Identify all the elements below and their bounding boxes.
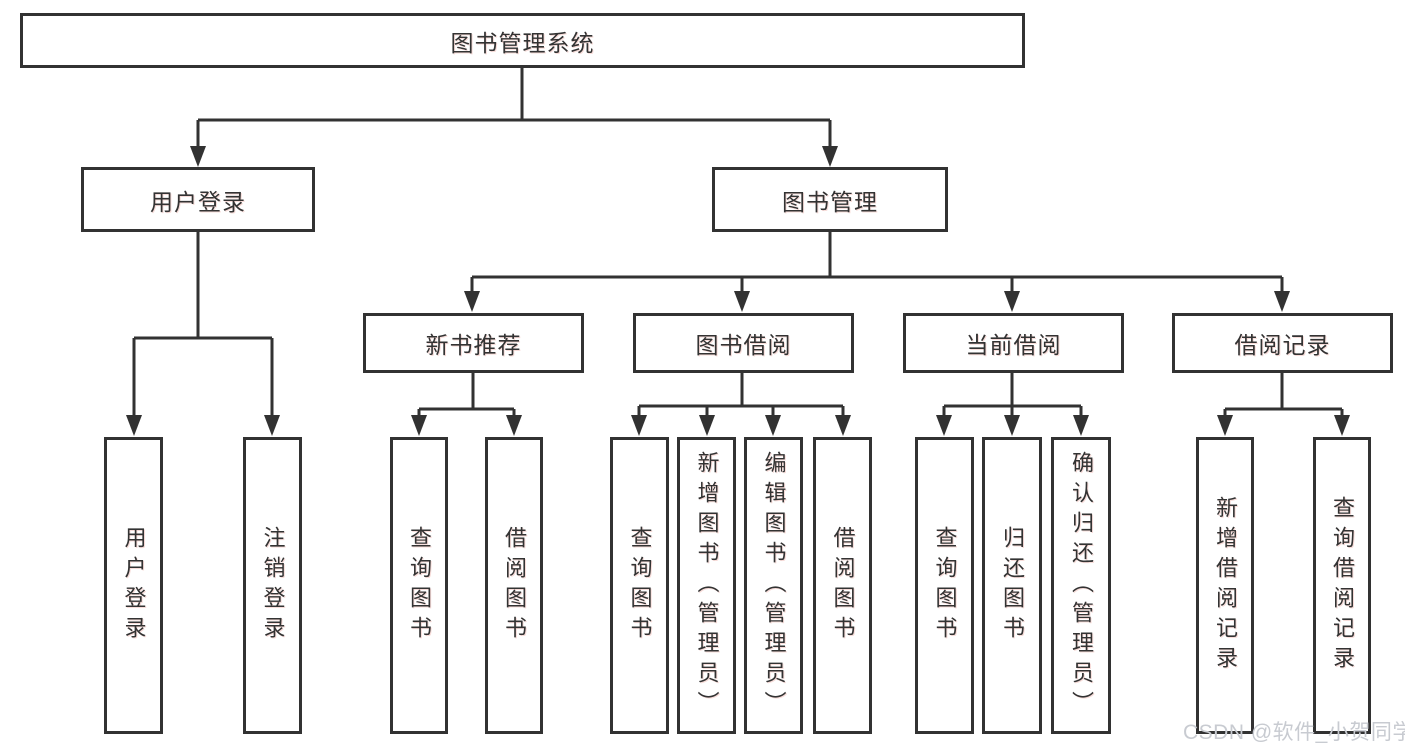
watermark: CSDN @软件_小贺同学	[1183, 721, 1405, 744]
arrowhead-icon	[1004, 291, 1020, 312]
arrowhead-icon	[699, 415, 715, 436]
arrowhead-icon	[835, 415, 851, 436]
node-query-borrow-record: 查询借阅记录	[1313, 437, 1371, 734]
arrowhead-icon	[1004, 415, 1020, 436]
node-query-books-2: 查询图书	[610, 437, 669, 734]
node-root: 图书管理系统	[20, 13, 1025, 68]
node-new-book-recommend: 新书推荐	[363, 313, 584, 373]
arrowhead-icon	[631, 415, 647, 436]
node-current-borrowing: 当前借阅	[903, 313, 1124, 373]
arrowhead-icon	[822, 146, 838, 167]
node-add-books-admin: 新增图书（管理员）	[677, 437, 736, 734]
arrowhead-icon	[1073, 415, 1089, 436]
arrowhead-icon	[190, 146, 206, 167]
node-return-books: 归还图书	[982, 437, 1042, 734]
node-borrowing-records: 借阅记录	[1172, 313, 1393, 373]
node-edit-books-admin: 编辑图书（管理员）	[744, 437, 803, 734]
arrowhead-icon	[464, 291, 480, 312]
node-logout-action: 注销登录	[243, 437, 302, 734]
node-book-management: 图书管理	[712, 167, 948, 232]
arrowhead-icon	[1274, 291, 1290, 312]
node-add-borrow-record: 新增借阅记录	[1196, 437, 1254, 734]
arrowhead-icon	[264, 415, 280, 436]
node-borrow-books-2: 借阅图书	[813, 437, 872, 734]
arrowhead-icon	[411, 415, 427, 436]
arrowhead-icon	[765, 415, 781, 436]
arrowhead-icon	[936, 415, 952, 436]
node-book-borrowing: 图书借阅	[633, 313, 854, 373]
node-user-login: 用户登录	[81, 167, 315, 232]
arrowhead-icon	[506, 415, 522, 436]
arrowhead-icon	[1334, 415, 1350, 436]
node-query-books-1: 查询图书	[390, 437, 448, 734]
node-confirm-return-admin: 确认归还（管理员）	[1051, 437, 1111, 734]
arrowhead-icon	[126, 415, 142, 436]
arrowhead-icon	[734, 291, 750, 312]
node-query-books-3: 查询图书	[915, 437, 974, 734]
arrowhead-icon	[1217, 415, 1233, 436]
node-user-login-action: 用户登录	[104, 437, 163, 734]
node-borrow-books-1: 借阅图书	[485, 437, 543, 734]
